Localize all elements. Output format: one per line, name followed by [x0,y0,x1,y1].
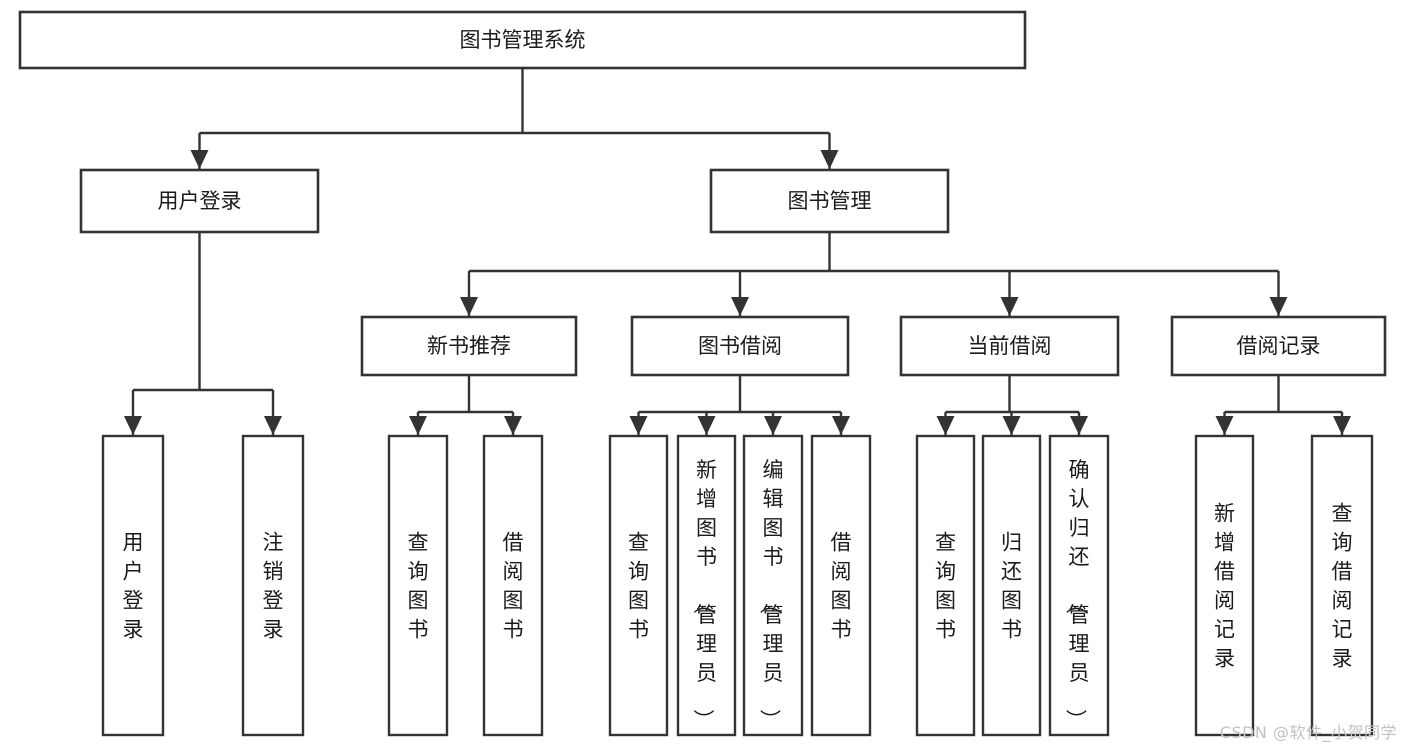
leaf-label-leaf-user-login: 用户登录 [123,531,144,642]
node-book-borrow[interactable]: 图书借阅 [630,315,850,377]
node-label-book-management: 图书管理 [788,189,872,213]
leaf-leaf-confirm-return[interactable]: 确认归还（管理员） [1048,434,1110,737]
leaf-box-leaf-logout [241,434,305,737]
leaf-box-leaf-edit-book [742,434,804,737]
leaf-box-leaf-query-book-current [915,434,976,737]
leaf-label-leaf-confirm-return: 确认归还（管理员） [1064,458,1090,730]
node-label-new-book-recommend: 新书推荐 [427,334,511,358]
node-label-borrow-record: 借阅记录 [1237,334,1321,358]
arrow-icon-user-login [190,150,209,169]
arrow-icon-leaf-add-book [697,416,716,435]
arrow-icon-borrow-record [1269,297,1288,316]
leaf-leaf-add-borrow-record[interactable]: 新增借阅记录 [1194,434,1255,737]
leaf-box-leaf-return-book [981,434,1042,737]
leaf-label-leaf-logout: 注销登录 [263,531,284,642]
leaf-label-leaf-borrow-book: 借阅图书 [831,531,852,642]
node-box-book-borrow [630,315,850,377]
arrow-icon-leaf-return-book [1002,416,1021,435]
leaf-leaf-borrow-book[interactable]: 借阅图书 [810,434,872,737]
node-user-login[interactable]: 用户登录 [79,168,320,234]
leaf-label-leaf-query-borrow-record: 查询借阅记录 [1332,502,1353,671]
arrow-icon-leaf-borrow-book-recommend [504,416,522,435]
node-box-root [18,10,1027,70]
node-label-current-borrow: 当前借阅 [968,334,1052,358]
arrow-icon-leaf-query-book-recommend [409,416,427,435]
arrow-icon-leaf-borrow-book [832,416,850,435]
node-label-user-login: 用户登录 [158,189,242,213]
node-box-borrow-record [1170,315,1387,377]
leaf-box-leaf-query-borrow-record [1310,434,1374,737]
node-borrow-record[interactable]: 借阅记录 [1170,315,1387,377]
arrow-icon-new-book-recommend [460,297,478,316]
leaf-label-leaf-edit-book: 编辑图书（管理员） [758,458,784,730]
node-box-current-borrow [899,315,1120,377]
leaf-label-leaf-query-book-current: 查询图书 [935,531,956,642]
leaf-label-leaf-borrow-book-recommend: 借阅图书 [503,531,524,642]
leaf-label-leaf-return-book: 归还图书 [1001,531,1022,642]
leaf-box-leaf-add-borrow-record [1194,434,1255,737]
leaf-box-leaf-confirm-return [1048,434,1110,737]
arrow-icon-leaf-user-login [124,416,142,435]
arrow-icon-book-borrow [731,297,749,316]
arrow-icon-current-borrow [1000,297,1019,316]
leaf-leaf-add-book[interactable]: 新增图书（管理员） [676,434,737,737]
arrow-icon-leaf-logout [264,416,282,435]
node-box-book-management [709,168,950,234]
node-current-borrow[interactable]: 当前借阅 [899,315,1120,377]
leaf-label-leaf-add-book: 新增图书（管理员） [691,458,717,730]
node-box-user-login [79,168,320,234]
node-new-book-recommend[interactable]: 新书推荐 [360,315,578,377]
leaf-leaf-query-book-current[interactable]: 查询图书 [915,434,976,737]
arrow-icon-leaf-query-borrow-record [1333,416,1351,435]
node-box-new-book-recommend [360,315,578,377]
leaf-leaf-query-borrow-record[interactable]: 查询借阅记录 [1310,434,1374,737]
leaf-box-leaf-borrow-book-recommend [482,434,544,737]
leaf-leaf-return-book[interactable]: 归还图书 [981,434,1042,737]
leaf-label-leaf-query-book-borrow: 查询图书 [628,531,649,642]
node-root[interactable]: 图书管理系统 [18,10,1027,70]
leaf-box-leaf-user-login [101,434,165,737]
arrow-icon-leaf-edit-book [764,416,782,435]
leaf-leaf-edit-book[interactable]: 编辑图书（管理员） [742,434,804,737]
arrow-icon-leaf-query-book-borrow [629,416,648,435]
leaf-label-leaf-add-borrow-record: 新增借阅记录 [1214,502,1235,671]
arrow-icon-leaf-query-book-current [936,416,955,435]
leaf-leaf-query-book-borrow[interactable]: 查询图书 [608,434,669,737]
leaf-box-leaf-add-book [676,434,737,737]
leaf-leaf-user-login[interactable]: 用户登录 [101,434,165,737]
arrow-icon-leaf-confirm-return [1070,416,1088,435]
leaf-label-leaf-query-book-recommend: 查询图书 [408,531,429,642]
leaf-box-leaf-borrow-book [810,434,872,737]
leaf-leaf-query-book-recommend[interactable]: 查询图书 [387,434,449,737]
leaf-box-leaf-query-book-borrow [608,434,669,737]
leaf-leaf-borrow-book-recommend[interactable]: 借阅图书 [482,434,544,737]
arrow-icon-book-management [820,150,839,169]
leaf-box-leaf-query-book-recommend [387,434,449,737]
node-label-book-borrow: 图书借阅 [698,334,782,358]
node-layer: 图书管理系统用户登录图书管理新书推荐图书借阅当前借阅借阅记录用户登录注销登录查询… [18,10,1387,737]
connector-layer [124,68,1351,435]
leaf-leaf-logout[interactable]: 注销登录 [241,434,305,737]
node-label-root: 图书管理系统 [460,28,586,52]
arrow-icon-leaf-add-borrow-record [1215,416,1234,435]
node-book-management[interactable]: 图书管理 [709,168,950,234]
